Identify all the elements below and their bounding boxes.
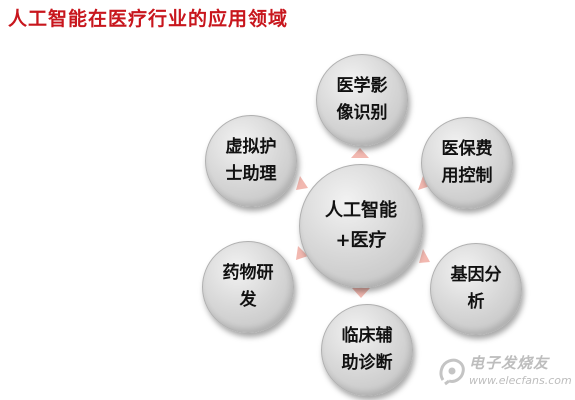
node-label-line1: 临床辅 bbox=[341, 326, 393, 346]
node-label-line2: 士助理 bbox=[225, 164, 277, 184]
node-virtual-nurse: 虚拟护 士助理 bbox=[205, 115, 297, 207]
watermark-logo-icon bbox=[439, 358, 465, 386]
node-label-line1: 基因分 bbox=[450, 265, 502, 285]
center-line2: +医疗 bbox=[335, 230, 387, 251]
page-title: 人工智能在医疗行业的应用领域 bbox=[8, 8, 289, 30]
node-label-line1: 虚拟护 bbox=[225, 137, 277, 157]
node-label-line1: 药物研 bbox=[222, 263, 274, 283]
node-label-line1: 医学影 bbox=[336, 76, 388, 96]
node-label-line2: 发 bbox=[239, 290, 257, 310]
node-medical-imaging: 医学影 像识别 bbox=[316, 54, 408, 146]
node-label-line2: 像识别 bbox=[336, 103, 388, 123]
arrow-to-imaging bbox=[351, 148, 369, 158]
node-clinical-diagnosis: 临床辅 助诊断 bbox=[321, 304, 413, 396]
center-node: 人工智能 +医疗 bbox=[299, 164, 423, 288]
node-drug-development: 药物研 发 bbox=[202, 241, 294, 333]
arrow-to-clinical bbox=[352, 288, 370, 298]
arrow-to-genetic bbox=[419, 249, 430, 263]
node-label-line2: 助诊断 bbox=[341, 353, 393, 373]
node-genetic-analysis: 基因分 析 bbox=[430, 243, 522, 335]
watermark: 电子发烧友 www.elecfans.com bbox=[437, 350, 572, 394]
watermark-url: www.elecfans.com bbox=[469, 374, 572, 387]
node-label-line2: 用控制 bbox=[441, 166, 493, 186]
node-insurance-cost-control: 医保费 用控制 bbox=[421, 117, 513, 209]
watermark-name: 电子发烧友 bbox=[469, 354, 550, 372]
arrow-to-nurse bbox=[296, 176, 308, 190]
node-label-line1: 医保费 bbox=[441, 139, 493, 159]
center-line1: 人工智能 bbox=[325, 200, 397, 221]
node-label-line2: 析 bbox=[467, 292, 485, 312]
